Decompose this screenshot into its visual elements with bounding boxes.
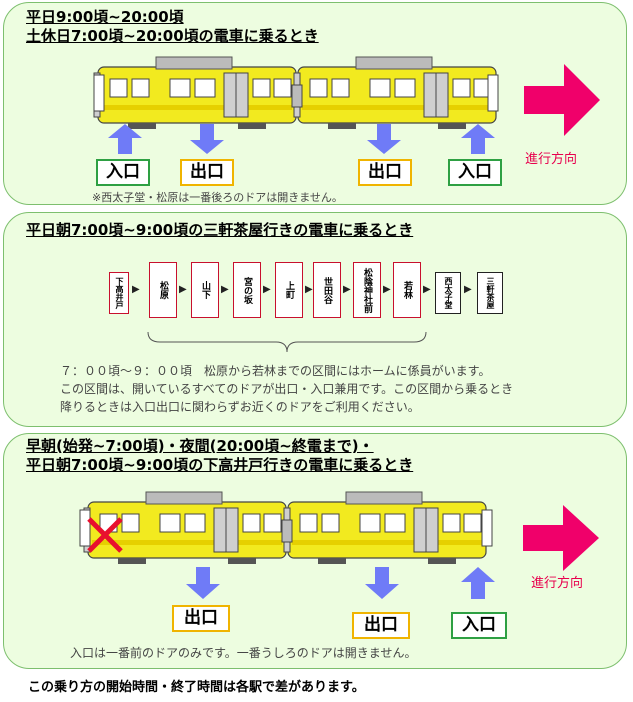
station-shoinjinjamae: 松陰神社前 bbox=[353, 262, 381, 318]
exit-label: 出口 bbox=[180, 159, 234, 186]
panel1-title-line1: 平日9:00頃~20:00頃 bbox=[26, 8, 184, 26]
station-nishitaishido: 西太子堂 bbox=[435, 272, 461, 314]
arrow-right-icon: ▶ bbox=[423, 284, 431, 295]
station-wakabayashi: 若林 bbox=[393, 262, 421, 318]
section-bracket bbox=[147, 331, 427, 353]
station-setagaya: 世田谷 bbox=[313, 262, 341, 318]
panel2-note-line3: 降りるときは入口出口に関わらずお近くのドアをご利用ください。 bbox=[60, 400, 420, 414]
entrance-label: 入口 bbox=[448, 159, 502, 186]
train-illustration-1 bbox=[93, 56, 499, 130]
panel2-title: 平日朝7:00頃~9:00頃の三軒茶屋行きの電車に乗るとき bbox=[26, 221, 414, 239]
closed-door-x-icon bbox=[87, 517, 123, 553]
arrow-down-icon bbox=[365, 567, 399, 599]
panel2-note-line1: ７：００頃～９：００頃 松原から若林までの区間にはホームに係員がいます。 bbox=[60, 364, 491, 378]
footer-note: この乗り方の開始時間・終了時間は各駅で差があります。 bbox=[28, 680, 365, 695]
panel-morning-sangenjaya bbox=[3, 212, 627, 427]
arrow-up-icon bbox=[461, 124, 495, 154]
arrow-down-icon bbox=[186, 567, 220, 599]
exit-label: 出口 bbox=[172, 605, 230, 632]
panel1-note: ※西太子堂・松原は一番後ろのドアは開きません。 bbox=[92, 191, 343, 204]
direction-label: 進行方向 bbox=[525, 152, 578, 167]
arrow-right-icon: ▶ bbox=[132, 284, 140, 295]
arrow-right-icon: ▶ bbox=[383, 284, 391, 295]
entrance-label: 入口 bbox=[96, 159, 150, 186]
panel3-title-line2: 平日朝7:00頃~9:00頃の下高井戸行きの電車に乗るとき bbox=[26, 456, 414, 474]
arrow-down-icon bbox=[367, 124, 401, 154]
exit-label: 出口 bbox=[358, 159, 412, 186]
panel3-title-line1: 早朝(始発~7:00頃)・夜間(20:00頃~終電まで)・ bbox=[26, 437, 374, 455]
arrow-right-icon: ▶ bbox=[305, 284, 313, 295]
station-sangenjaya: 三軒茶屋 bbox=[477, 272, 503, 314]
direction-label: 進行方向 bbox=[531, 576, 584, 591]
arrow-up-icon bbox=[461, 567, 495, 599]
panel3-note: 入口は一番前のドアのみです。一番うしろのドアは開きません。 bbox=[70, 646, 417, 660]
station-yamashita: 山下 bbox=[191, 262, 219, 318]
direction-arrow-icon bbox=[524, 64, 600, 136]
exit-label: 出口 bbox=[352, 612, 410, 639]
arrow-up-icon bbox=[108, 124, 142, 154]
arrow-right-icon: ▶ bbox=[263, 284, 271, 295]
panel1-title-line2: 土休日7:00頃~20:00頃の電車に乗るとき bbox=[26, 27, 319, 45]
station-matsubara: 松原 bbox=[149, 262, 177, 318]
station-shimotakaido: 下高井戸 bbox=[109, 272, 129, 314]
arrow-right-icon: ▶ bbox=[464, 284, 472, 295]
station-kamimachi: 上町 bbox=[275, 262, 303, 318]
panel2-note-line2: この区間は、開いているすべてのドアが出口・入口兼用です。この区間から乗るとき bbox=[60, 382, 514, 396]
entrance-label: 入口 bbox=[451, 612, 507, 639]
direction-arrow-icon bbox=[523, 505, 599, 571]
arrow-right-icon: ▶ bbox=[221, 284, 229, 295]
arrow-right-icon: ▶ bbox=[343, 284, 351, 295]
arrow-down-icon bbox=[190, 124, 224, 154]
train-illustration-2 bbox=[79, 491, 493, 565]
station-miyanosaka: 宮の坂 bbox=[233, 262, 261, 318]
arrow-right-icon: ▶ bbox=[179, 284, 187, 295]
